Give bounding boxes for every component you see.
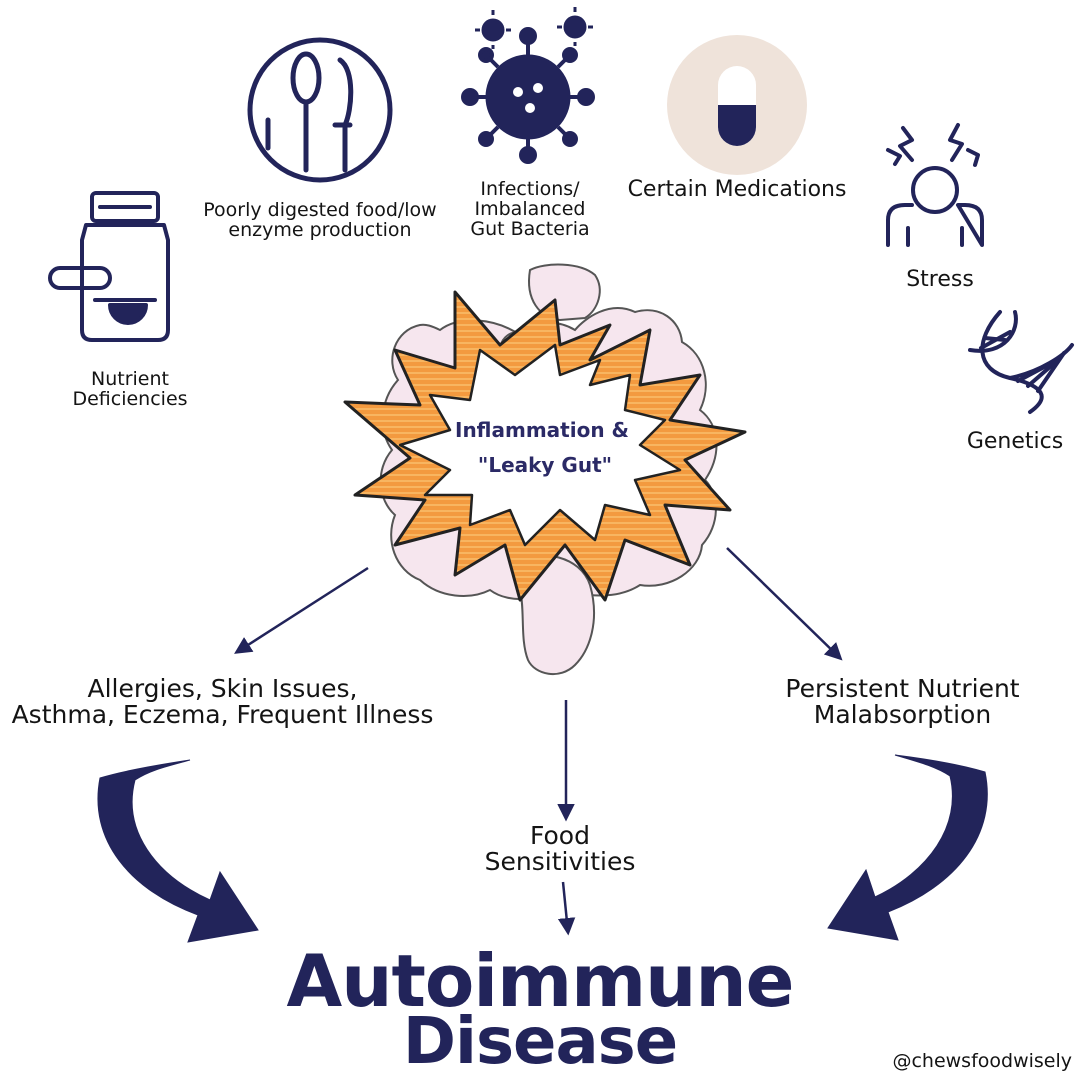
- label-malabsorption: Persistent Nutrient Malabsorption: [760, 674, 1045, 730]
- virus-icon: [461, 7, 595, 164]
- pill-capsule-icon: [667, 35, 807, 175]
- big-curved-arrows: [97, 754, 988, 943]
- label-nutrient-deficiencies: Nutrient Deficiencies: [40, 368, 220, 410]
- label-stress: Stress: [880, 268, 1000, 291]
- social-handle: @chewsfoodwisely: [892, 1050, 1072, 1072]
- arrow-to-autoimmune: [557, 881, 576, 936]
- label-genetics: Genetics: [960, 430, 1070, 453]
- infections-line2: Imbalanced: [474, 197, 586, 220]
- stressed-person-icon: [886, 123, 984, 247]
- infections-line1: Infections/: [480, 178, 580, 200]
- nutrient-line1: Nutrient: [91, 368, 169, 390]
- allergies-line2: Asthma, Eczema, Frequent Illness: [11, 700, 434, 730]
- food-line2: Sensitivities: [484, 847, 636, 877]
- malabsorption-line1: Persistent Nutrient: [785, 674, 1020, 703]
- label-poor-digestion: Poorly digested food/low enzyme producti…: [175, 199, 465, 241]
- medications-line1: Certain Medications: [627, 177, 847, 202]
- label-allergies: Allergies, Skin Issues, Asthma, Eczema, …: [0, 674, 445, 730]
- label-food-sensitivities: Food Sensitivities: [460, 821, 660, 877]
- inflammation-burst: Inflammation & "Leaky Gut": [343, 290, 747, 602]
- allergies-line1: Allergies, Skin Issues,: [87, 674, 358, 703]
- stress-line1: Stress: [906, 267, 974, 292]
- label-medications: Certain Medications: [612, 178, 862, 201]
- malabsorption-line2: Malabsorption: [813, 700, 992, 730]
- burst-line1: Inflammation &: [455, 418, 629, 442]
- genetics-line1: Genetics: [966, 429, 1064, 454]
- supplement-bottle-icon: [48, 191, 170, 342]
- arrow-to-malabsorption: [726, 547, 843, 661]
- digestion-line2: enzyme production: [228, 218, 412, 241]
- nutrient-line2: Deficiencies: [72, 387, 188, 410]
- flow-arrows: [234, 547, 843, 936]
- dna-helix-icon: [968, 310, 1074, 414]
- outcome-title-line2: Disease: [402, 1005, 678, 1079]
- cutlery-plate-icon: [247, 37, 393, 183]
- digestion-line1: Poorly digested food/low: [203, 199, 437, 221]
- outcome-title-line1: Autoimmune: [286, 939, 795, 1023]
- label-infections: Infections/ Imbalanced Gut Bacteria: [450, 178, 610, 240]
- burst-line2: "Leaky Gut": [478, 453, 612, 477]
- food-line1: Food: [530, 821, 590, 850]
- arrow-to-allergies: [234, 566, 369, 654]
- infections-line3: Gut Bacteria: [470, 217, 590, 240]
